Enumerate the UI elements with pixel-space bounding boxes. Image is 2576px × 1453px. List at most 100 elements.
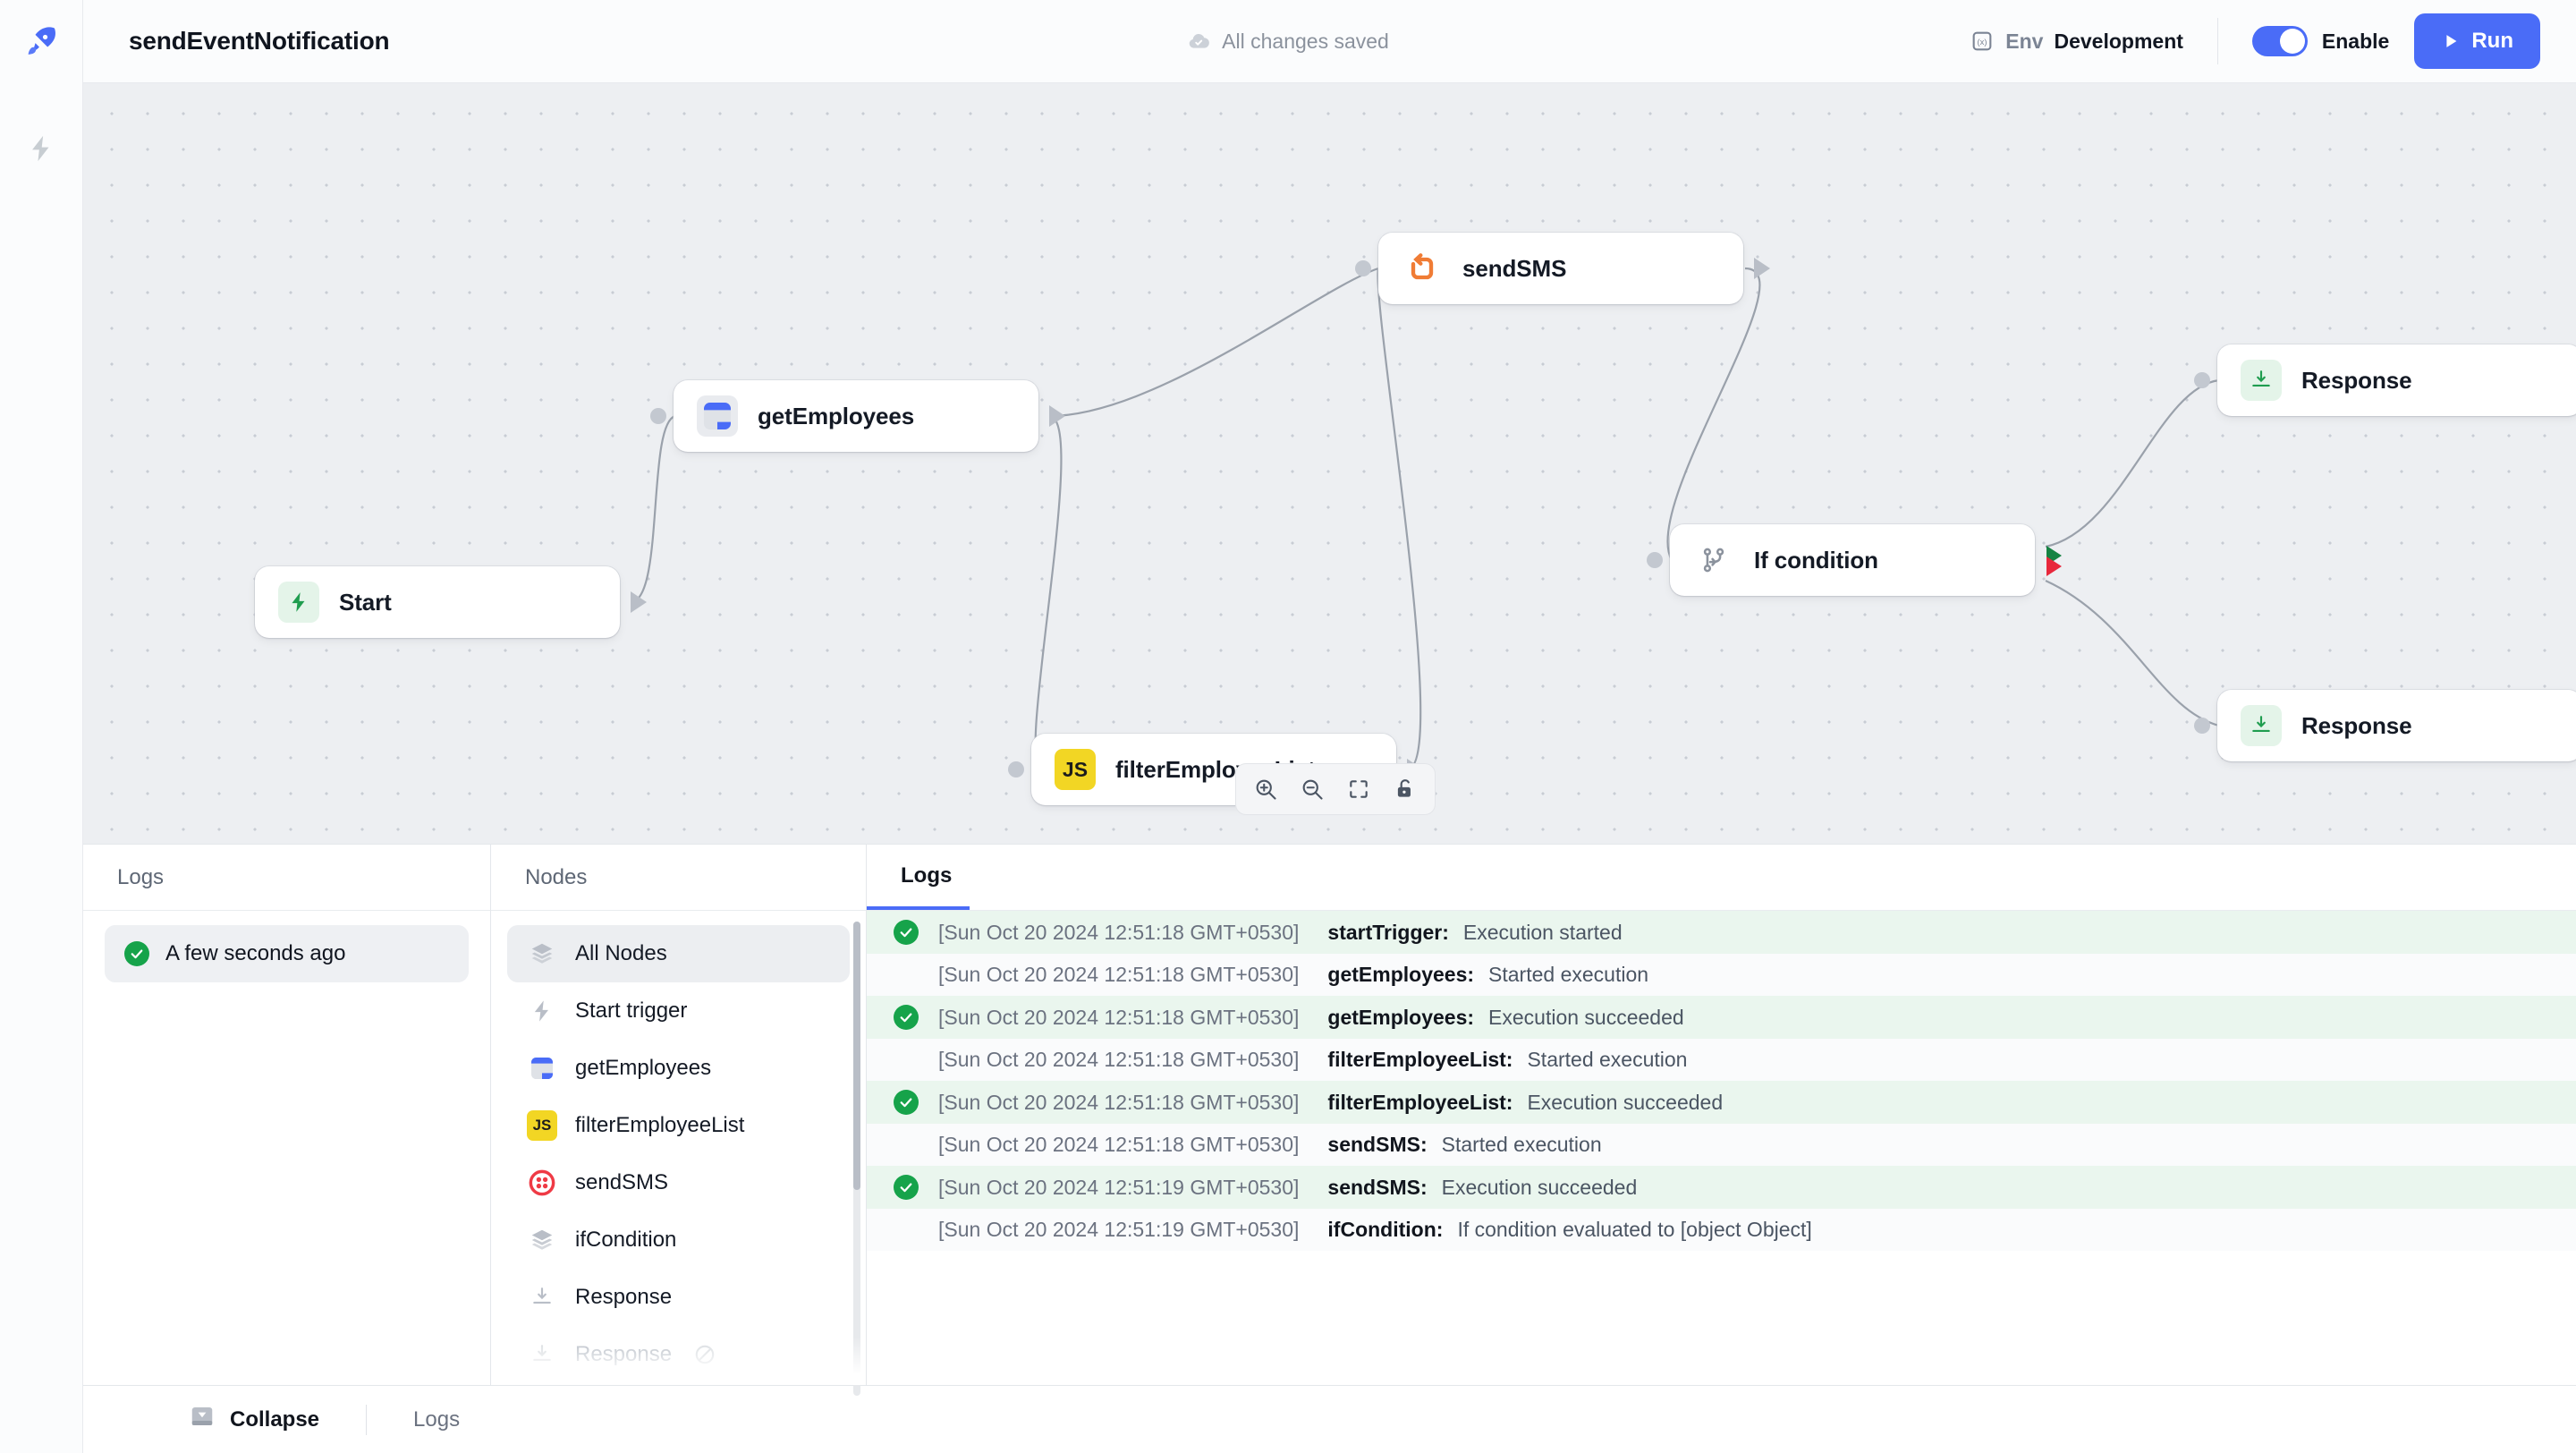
- lock-open-icon[interactable]: [1385, 770, 1426, 808]
- logs-list: [Sun Oct 20 2024 12:51:18 GMT+0530] star…: [867, 911, 2576, 1385]
- canvas-node-start[interactable]: Start: [255, 566, 647, 638]
- log-row: [Sun Oct 20 2024 12:51:19 GMT+0530] send…: [867, 1166, 2576, 1209]
- node-icon-wrapper: [1693, 540, 1734, 581]
- page-title: sendEventNotification: [129, 27, 390, 55]
- status-bar-logs-link[interactable]: Logs: [413, 1406, 461, 1432]
- top-bar: sendEventNotification All changes saved …: [0, 0, 2576, 83]
- canvas-node-ifcondition[interactable]: If condition: [1647, 524, 2062, 596]
- log-row: [Sun Oct 20 2024 12:51:19 GMT+0530] ifCo…: [867, 1209, 2576, 1251]
- canvas-node-label: If condition: [1754, 546, 1878, 574]
- input-handle[interactable]: [650, 408, 666, 424]
- right-column: Start getEm: [83, 83, 2576, 1453]
- nodes-scrollbar[interactable]: [853, 922, 860, 1396]
- zoom-in-icon[interactable]: [1245, 770, 1286, 808]
- log-row: [Sun Oct 20 2024 12:51:18 GMT+0530] getE…: [867, 954, 2576, 996]
- response-icon: [2241, 705, 2282, 746]
- check-circle-icon: [124, 941, 149, 966]
- runs-panel-title: Logs: [83, 845, 490, 911]
- nodes-list-item-label: Start trigger: [575, 998, 688, 1023]
- rail-item-triggers[interactable]: [16, 123, 66, 174]
- canvas-node-label: Response: [2301, 711, 2412, 739]
- log-timestamp: [Sun Oct 20 2024 12:51:19 GMT+0530]: [938, 1218, 1300, 1241]
- enable-toggle[interactable]: [2251, 26, 2308, 56]
- save-status-text: All changes saved: [1222, 29, 1389, 53]
- twilio-icon: [527, 1168, 557, 1198]
- nodes-list-item-all-nodes[interactable]: All Nodes: [507, 925, 850, 982]
- enable-label: Enable: [2321, 29, 2390, 53]
- log-row: [Sun Oct 20 2024 12:51:18 GMT+0530] getE…: [867, 996, 2576, 1039]
- canvas-node-sendsms[interactable]: sendSMS: [1355, 233, 1770, 304]
- node-icon-wrapper: [697, 395, 738, 437]
- log-node-name: getEmployees:: [1327, 1005, 1475, 1029]
- input-handle[interactable]: [1355, 260, 1371, 276]
- log-node-name: sendSMS:: [1327, 1133, 1428, 1156]
- flow-canvas[interactable]: Start getEm: [83, 83, 2576, 844]
- log-timestamp: [Sun Oct 20 2024 12:51:19 GMT+0530]: [938, 1175, 1300, 1199]
- variable-box-icon: (x): [1972, 31, 1992, 51]
- canvas-node-response-1[interactable]: Response: [2194, 344, 2576, 416]
- top-bar-actions: (x) Env Development Enable Run: [1970, 13, 2576, 69]
- lightning-bolt-icon: [278, 582, 319, 623]
- nodes-list-item-response-1[interactable]: Response: [507, 1269, 850, 1326]
- app-logo[interactable]: [0, 0, 83, 83]
- loop-arrow-icon: [1402, 248, 1443, 289]
- node-icon-wrapper: [2241, 360, 2282, 401]
- check-circle-icon: [892, 1175, 920, 1200]
- nodes-list-item-filteremployeelist[interactable]: JS filterEmployeeList: [507, 1097, 850, 1154]
- nodes-list-item-response-2[interactable]: Response: [507, 1326, 850, 1383]
- run-list-item[interactable]: A few seconds ago: [105, 925, 469, 982]
- collapse-button[interactable]: Collapse: [189, 1403, 319, 1436]
- output-handle[interactable]: [1049, 405, 1065, 427]
- input-handle[interactable]: [2194, 372, 2210, 388]
- canvas-node-getemployees[interactable]: getEmployees: [650, 380, 1065, 452]
- svg-text:(x): (x): [1978, 38, 1987, 47]
- run-button[interactable]: Run: [2414, 13, 2540, 69]
- js-icon: JS: [1055, 749, 1096, 790]
- node-icon-wrapper: [278, 582, 319, 623]
- log-message: Started execution: [1527, 1048, 1688, 1071]
- nodes-list-item-ifcondition[interactable]: ifCondition: [507, 1211, 850, 1269]
- log-message: Started execution: [1441, 1133, 1602, 1156]
- enable-toggle-group[interactable]: Enable: [2218, 26, 2414, 56]
- collapse-button-label: Collapse: [230, 1406, 320, 1432]
- save-status: All changes saved: [1187, 30, 1389, 54]
- response-icon: [527, 1282, 557, 1313]
- input-handle[interactable]: [2194, 718, 2210, 734]
- log-node-name: ifCondition:: [1327, 1218, 1444, 1241]
- log-row: [Sun Oct 20 2024 12:51:18 GMT+0530] star…: [867, 911, 2576, 954]
- output-handle-false[interactable]: [2046, 557, 2062, 576]
- toggle-knob: [2279, 29, 2305, 54]
- nodes-list-item-label: Response: [575, 1285, 673, 1309]
- env-selector[interactable]: (x) Env Development: [1970, 29, 2217, 54]
- tab-logs[interactable]: Logs: [867, 845, 970, 910]
- log-timestamp: [Sun Oct 20 2024 12:51:18 GMT+0530]: [938, 920, 1300, 944]
- check-circle-icon: [892, 1090, 920, 1115]
- runs-list: A few seconds ago: [83, 911, 490, 1385]
- input-handle[interactable]: [1647, 552, 1663, 568]
- node-icon-wrapper: JS: [1055, 749, 1096, 790]
- panel-collapse-icon: [189, 1403, 216, 1436]
- zoom-out-icon[interactable]: [1292, 770, 1333, 808]
- output-handle[interactable]: [631, 591, 647, 613]
- nodes-list-item-start-trigger[interactable]: Start trigger: [507, 982, 850, 1040]
- nodes-list-item-getemployees[interactable]: getEmployees: [507, 1040, 850, 1097]
- cloud-check-icon: [1189, 33, 1209, 48]
- log-node-name: filterEmployeeList:: [1327, 1048, 1513, 1071]
- nodes-panel: Nodes All Nodes Start trig: [491, 845, 867, 1396]
- log-timestamp: [Sun Oct 20 2024 12:51:18 GMT+0530]: [938, 1090, 1300, 1114]
- node-icon-wrapper: [1402, 248, 1443, 289]
- nodes-panel-title: Nodes: [491, 845, 866, 911]
- input-handle[interactable]: [1008, 761, 1024, 777]
- run-button-label: Run: [2471, 29, 2513, 53]
- lightning-bolt-icon: [527, 996, 557, 1026]
- log-message: Execution succeeded: [1527, 1090, 1724, 1114]
- log-message: If condition evaluated to [object Object…: [1457, 1218, 1812, 1241]
- logs-panel-tabs: Logs: [867, 845, 2576, 911]
- nodes-list-item-sendsms[interactable]: sendSMS: [507, 1154, 850, 1211]
- canvas-node-label: Response: [2301, 366, 2412, 394]
- output-handle[interactable]: [1754, 258, 1770, 279]
- fit-view-icon[interactable]: [1338, 770, 1379, 808]
- git-branch-icon: [1693, 540, 1734, 581]
- canvas-node-response-2[interactable]: Response: [2194, 690, 2576, 761]
